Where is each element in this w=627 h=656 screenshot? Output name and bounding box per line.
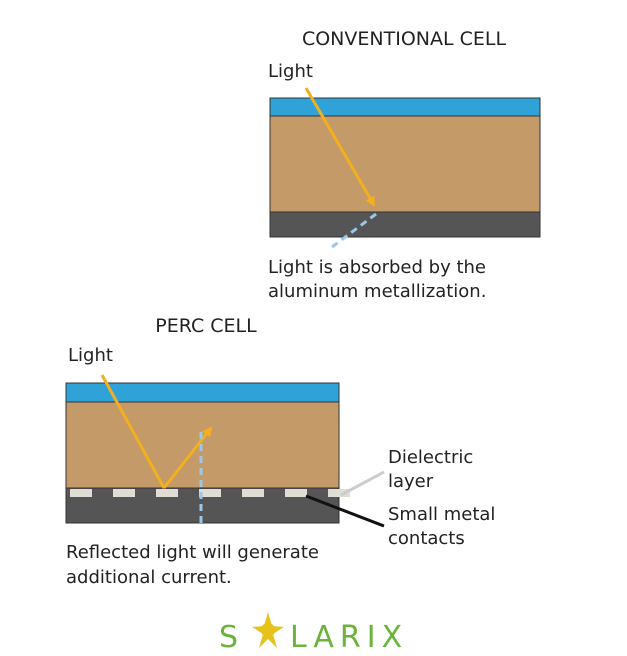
logo-text-right: LARIX — [290, 620, 408, 655]
perc-reflected-ray — [162, 426, 213, 489]
conventional-caption-line1: Light is absorbed by the — [268, 257, 486, 278]
conventional-cell — [269, 97, 541, 238]
perc-cell — [65, 382, 350, 524]
dielectric-label-line2: layer — [388, 471, 434, 492]
conventional-silicon-layer — [269, 115, 541, 213]
perc-dielectric-layer — [70, 489, 350, 497]
sun-icon — [252, 612, 284, 648]
conventional-caption-line2: aluminum metallization. — [268, 281, 486, 302]
contacts-label-line2: contacts — [388, 528, 465, 549]
conventional-light-ray — [304, 87, 376, 207]
perc-incoming-ray — [100, 374, 166, 489]
dielectric-segment — [70, 489, 92, 497]
conventional-aluminum-layer — [269, 211, 541, 238]
solarix-logo: S LARIX — [219, 612, 408, 655]
perc-caption-line1: Reflected light will generate — [66, 542, 319, 563]
logo-text-left: S — [219, 620, 244, 655]
dielectric-label-line1: Dielectric — [388, 447, 473, 468]
dielectric-segment — [328, 489, 350, 497]
conventional-cell-title: CONVENTIONAL CELL — [302, 28, 507, 50]
conventional-light-label: Light — [268, 61, 313, 82]
perc-light-label: Light — [68, 345, 113, 366]
perc-caption-line2: additional current. — [66, 567, 232, 588]
conventional-glass-layer — [269, 97, 541, 117]
dielectric-segment — [199, 489, 221, 497]
dielectric-segment — [242, 489, 264, 497]
conventional-absorbed-ray — [327, 212, 377, 252]
dielectric-segment — [156, 489, 178, 497]
contacts-label-line1: Small metal — [388, 504, 495, 525]
perc-cell-title: PERC CELL — [155, 315, 257, 337]
contacts-pointer-line — [305, 494, 385, 528]
dielectric-pointer-line — [340, 470, 385, 497]
dielectric-segment — [285, 489, 307, 497]
dielectric-segment — [113, 489, 135, 497]
